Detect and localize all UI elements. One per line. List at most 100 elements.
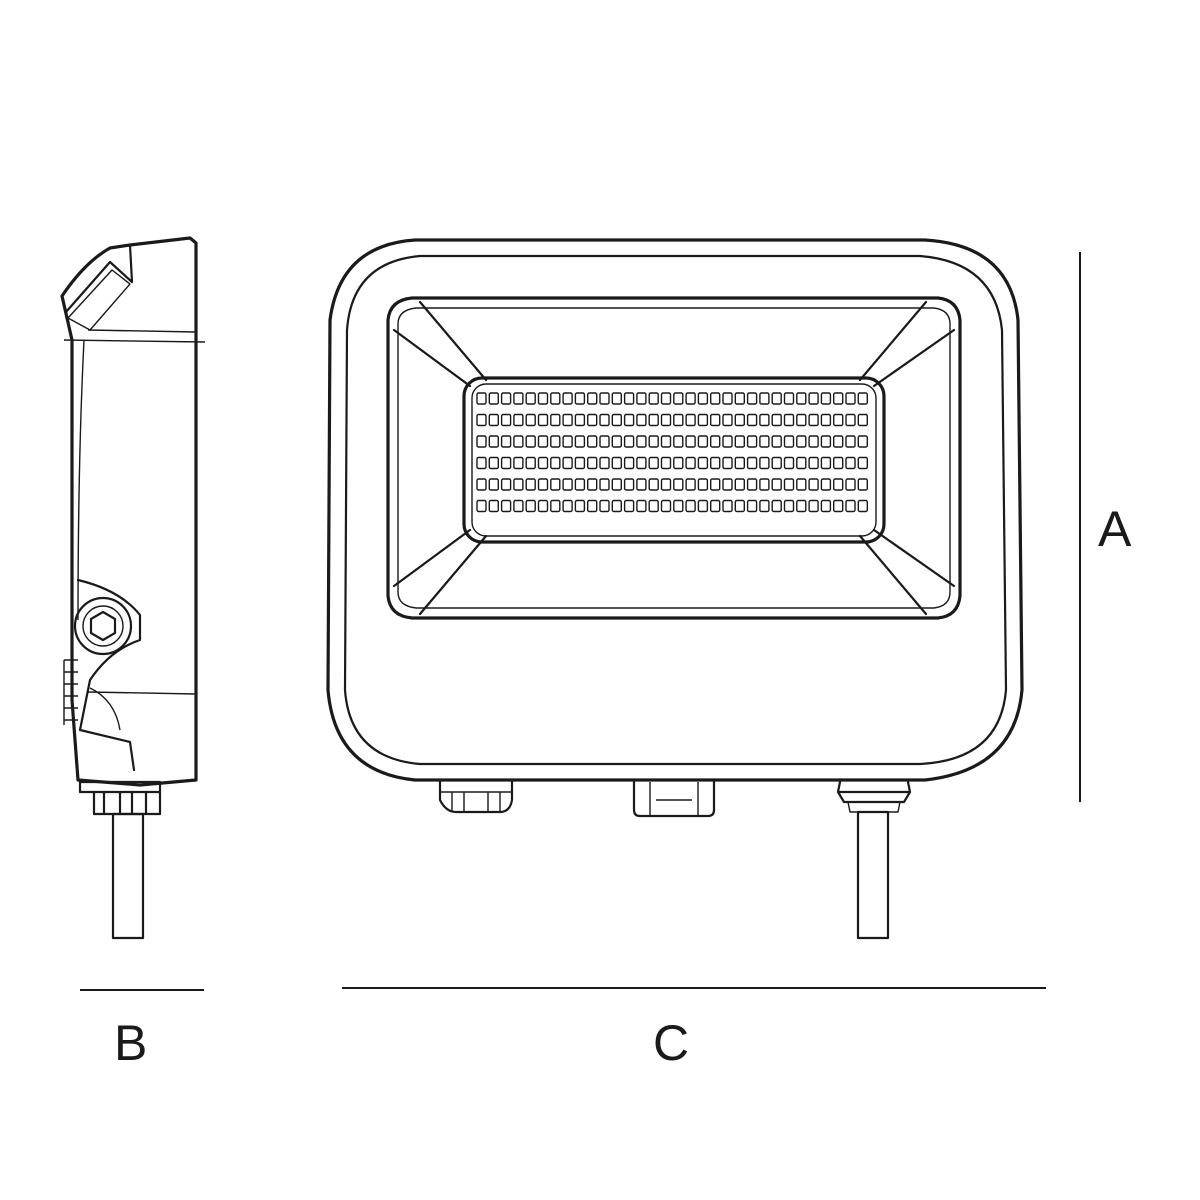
led-cell <box>845 456 856 470</box>
led-cell <box>623 456 635 470</box>
led-cell <box>599 392 610 405</box>
led-cell <box>697 392 709 405</box>
led-cell <box>845 499 856 513</box>
led-cell <box>685 392 696 405</box>
led-cell <box>857 413 868 427</box>
led-cell <box>611 478 622 491</box>
led-cell <box>562 499 573 513</box>
led-cell <box>857 392 868 405</box>
led-cell <box>722 499 733 513</box>
led-cell <box>525 456 536 470</box>
led-cell <box>783 499 795 513</box>
led-cell <box>574 478 586 491</box>
led-cell <box>648 392 659 405</box>
led-cell <box>513 392 524 405</box>
led-cell <box>488 413 499 427</box>
led-cell <box>562 456 573 470</box>
led-cell <box>697 478 709 491</box>
led-cell <box>697 435 709 448</box>
led-cell <box>759 413 770 427</box>
led-cell <box>722 392 733 405</box>
led-cell <box>734 456 745 470</box>
side-view-top-clip <box>60 243 134 314</box>
led-cell <box>513 499 524 513</box>
led-cell <box>562 413 573 427</box>
led-cell <box>734 499 745 513</box>
led-cell <box>746 456 758 470</box>
led-cell <box>771 413 782 427</box>
led-cell <box>845 392 856 405</box>
led-cell <box>550 435 561 448</box>
front-view-housing-inner <box>343 254 1008 766</box>
led-cell <box>500 456 512 470</box>
led-cell <box>636 413 647 427</box>
led-cell <box>808 499 819 513</box>
led-cell <box>636 392 647 405</box>
led-cell <box>759 456 770 470</box>
side-view-lower-curve <box>76 578 142 772</box>
led-cell <box>833 499 844 513</box>
led-cell <box>611 435 622 448</box>
side-view-rear-edge <box>77 339 85 621</box>
led-cell <box>574 435 586 448</box>
led-cell <box>550 413 561 427</box>
led-cell <box>759 392 770 405</box>
led-cell <box>796 499 807 513</box>
led-cell <box>611 392 622 405</box>
led-cell <box>636 456 647 470</box>
led-cell <box>796 456 807 470</box>
side-view-bolt-ring <box>82 605 124 647</box>
led-cell <box>636 499 647 513</box>
led-cell <box>820 392 832 405</box>
led-cell <box>537 456 549 470</box>
side-view-grip-ridges <box>63 659 78 725</box>
led-cell <box>685 478 696 491</box>
led-cell <box>587 392 598 405</box>
led-cell <box>673 392 684 405</box>
led-cell <box>550 392 561 405</box>
led-cell <box>476 413 487 427</box>
led-cell <box>845 413 856 427</box>
led-cell <box>537 413 549 427</box>
led-cell <box>833 435 844 448</box>
led-cell <box>734 478 745 491</box>
led-cell <box>796 435 807 448</box>
front-view-led-grid <box>476 392 868 513</box>
led-cell <box>771 478 782 491</box>
side-view-back-plate <box>63 329 206 343</box>
led-cell <box>500 435 512 448</box>
led-cell <box>623 392 635 405</box>
led-cell <box>599 435 610 448</box>
led-cell <box>722 435 733 448</box>
led-cell <box>648 413 659 427</box>
led-cell <box>660 478 672 491</box>
led-cell <box>722 456 733 470</box>
led-cell <box>562 478 573 491</box>
led-cell <box>808 413 819 427</box>
led-cell <box>574 456 586 470</box>
led-cell <box>833 456 844 470</box>
led-cell <box>488 435 499 448</box>
led-cell <box>599 413 610 427</box>
side-view-bolt-outer <box>73 596 133 656</box>
led-cell <box>599 478 610 491</box>
side-view-cable <box>111 812 145 940</box>
led-cell <box>574 413 586 427</box>
led-cell <box>562 435 573 448</box>
led-cell <box>746 478 758 491</box>
led-cell <box>833 478 844 491</box>
led-cell <box>476 435 487 448</box>
led-cell <box>660 499 672 513</box>
led-cell <box>759 435 770 448</box>
led-cell <box>500 413 512 427</box>
led-cell <box>660 435 672 448</box>
led-cell <box>759 499 770 513</box>
front-view-left-gland <box>438 778 514 814</box>
led-cell <box>734 413 745 427</box>
led-cell <box>550 499 561 513</box>
led-cell <box>796 478 807 491</box>
front-view-housing-outer <box>326 238 1024 782</box>
led-cell <box>771 435 782 448</box>
led-cell <box>648 478 659 491</box>
led-cell <box>488 456 499 470</box>
